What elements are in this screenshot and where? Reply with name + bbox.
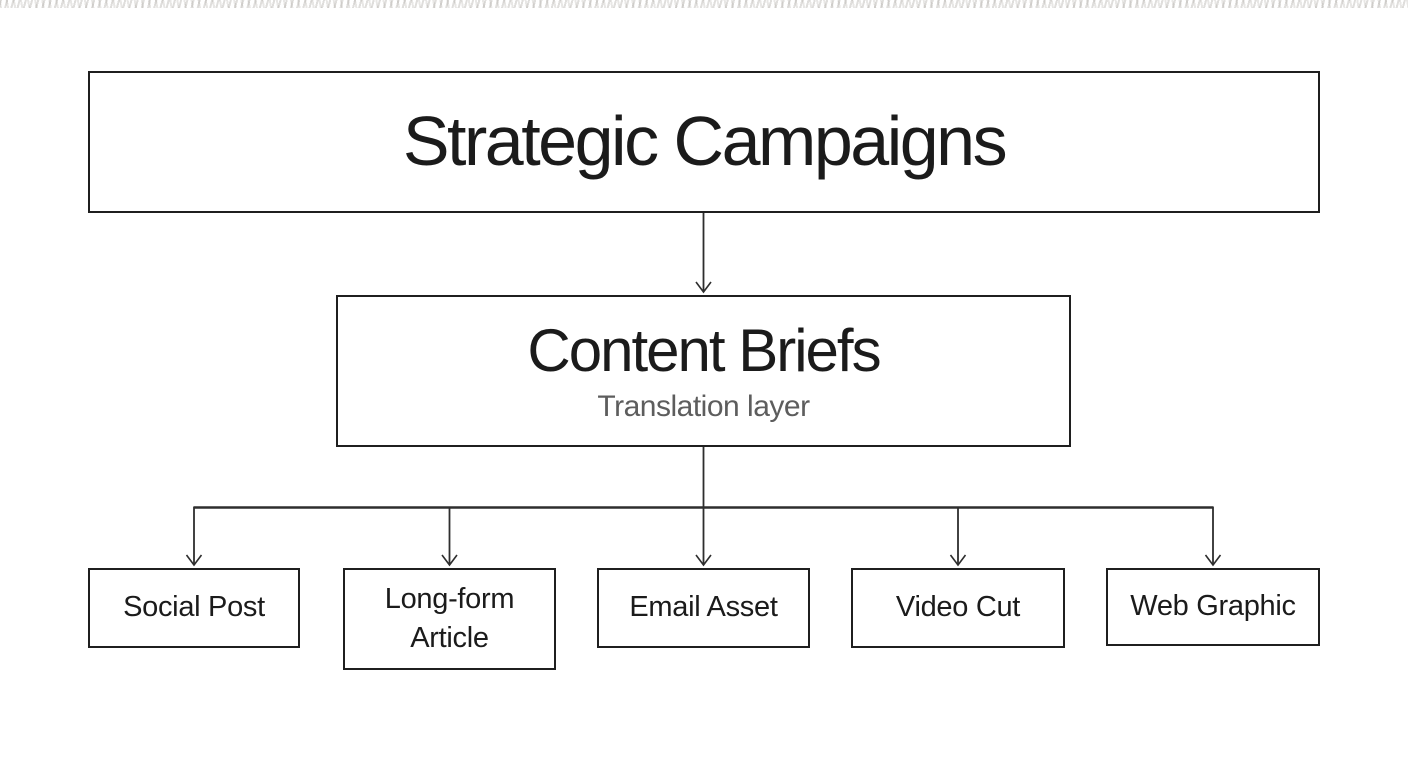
node-content-briefs: Content Briefs Translation layer	[336, 295, 1071, 447]
node-label: Long-form Article	[384, 582, 515, 654]
node-label: Video Cut	[895, 591, 1021, 624]
node-label: Web Graphic	[1130, 590, 1296, 623]
node-social-post: Social Post	[88, 568, 300, 648]
node-long-form-article: Long-form Article	[343, 568, 556, 670]
node-title: Content Briefs	[527, 317, 881, 384]
node-web-graphic: Web Graphic	[1106, 568, 1320, 646]
node-label: Social Post	[123, 591, 265, 624]
node-subtitle: Translation layer	[597, 390, 810, 423]
node-video-cut: Video Cut	[851, 568, 1065, 648]
node-title: Strategic Campaigns	[402, 102, 1008, 181]
node-strategic-campaigns: Strategic Campaigns	[88, 71, 1320, 213]
node-label: Email Asset	[629, 591, 778, 624]
node-email-asset: Email Asset	[597, 568, 810, 648]
scan-edge-artifact	[0, 0, 1408, 8]
